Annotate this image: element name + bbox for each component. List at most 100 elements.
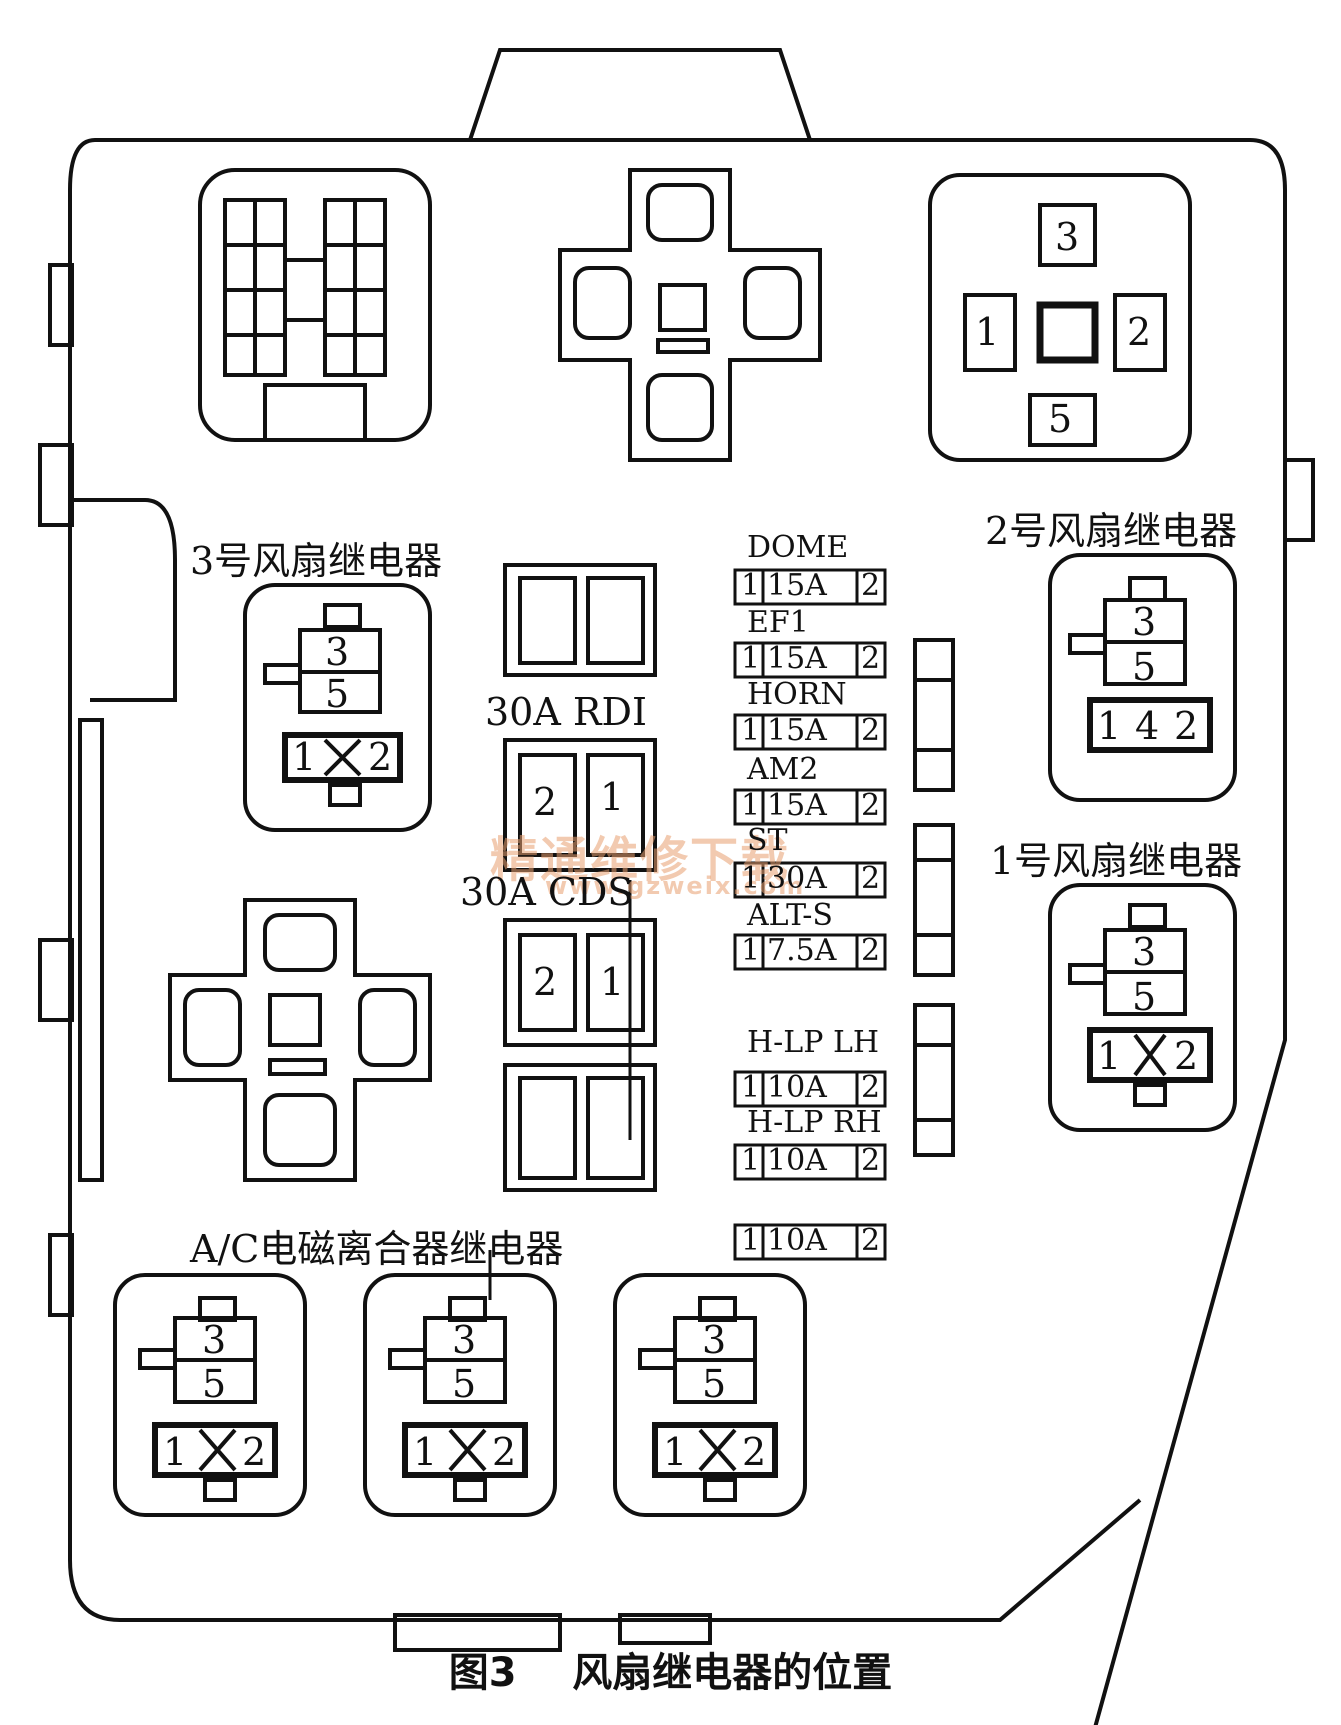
fan-relay-1-pin-2: 2: [1174, 1034, 1199, 1078]
rdi-pin-2: 2: [533, 780, 558, 824]
fuse-pin-1: 1: [741, 713, 761, 748]
ac-relay-2-pin-5: 5: [452, 1362, 477, 1406]
fusible-link-spare: [503, 563, 657, 677]
fuse-rating: 10A: [767, 1070, 827, 1105]
ac-relay-3-outline: [613, 1273, 807, 1517]
ac-relay-1-pin-5: 5: [202, 1362, 227, 1406]
top-relay-pin-3: 3: [1055, 215, 1080, 259]
fuse-pin-1: 1: [741, 1070, 761, 1105]
figure-title: 风扇继电器的位置: [572, 1650, 893, 1696]
ac-clutch-relay-label: A/C电磁离合器继电器: [190, 1227, 564, 1271]
fuse-pin-1: 1: [741, 788, 761, 823]
fusible-link-rdi: [503, 738, 657, 872]
fuse-outline: [733, 933, 887, 971]
housing-top-tab: [468, 48, 812, 141]
figure-caption: 图3 风扇继电器的位置: [0, 1640, 1341, 1698]
fan-relay-2-pin-3: 3: [1132, 600, 1157, 644]
fan-relay-1-pin-1: 1: [1097, 1034, 1122, 1078]
ac-relay-2-pin-3: 3: [452, 1318, 477, 1362]
cross-relay-socket-top: [558, 168, 822, 462]
figure-number: 图3: [448, 1650, 517, 1696]
fuse-pin-2: 2: [861, 1070, 881, 1105]
fuse-pin-1: 1: [741, 933, 761, 968]
fuse-pin-2: 2: [861, 713, 881, 748]
fan-relay-2-label: 2号风扇继电器: [985, 509, 1238, 553]
fuse-pin-2: 2: [861, 788, 881, 823]
fuse-pin-1: 1: [741, 641, 761, 676]
x-mark: [323, 738, 362, 777]
housing-side-tab-left-4: [48, 1233, 74, 1317]
fusible-link-cds: [503, 918, 657, 1047]
fuse-name: EF1: [747, 605, 809, 640]
fuse-name: HORN: [747, 677, 847, 712]
fan-relay-2-pin-5: 5: [1132, 645, 1157, 689]
fuse-rating: 7.5A: [767, 933, 837, 968]
fuse-pin-2: 2: [861, 1223, 881, 1258]
housing-side-rail-left: [78, 718, 104, 1182]
cross-relay-socket-bottom: [168, 898, 432, 1182]
housing-side-tab-left-2: [38, 443, 74, 527]
fuse-name: H-LP LH: [747, 1025, 880, 1060]
cds-pin-1: 1: [600, 960, 625, 1004]
ac-relay-1-pin-2: 2: [242, 1430, 267, 1474]
fuse-pin-1: 1: [741, 568, 761, 603]
fan-relay-3-label: 3号风扇继电器: [190, 539, 443, 583]
fan-relay-1-pin-3: 3: [1132, 930, 1157, 974]
fusible-link-cds-label: 30A CDS: [460, 870, 634, 914]
top-relay-pin-2: 2: [1127, 310, 1152, 354]
fusible-link-rdi-label: 30A RDI: [485, 690, 647, 734]
fuse-outline: [733, 861, 887, 899]
fuse-outline: [733, 788, 887, 826]
housing-side-tab-right: [1283, 458, 1315, 542]
rdi-pin-1: 1: [600, 775, 625, 819]
spare-fuse-column-3: [913, 1003, 955, 1157]
fuse-pin-2: 2: [861, 861, 881, 896]
ac-relay-2-pin-2: 2: [492, 1430, 517, 1474]
fuse-outline: [733, 568, 887, 606]
fuse-pin-2: 2: [861, 641, 881, 676]
fan-relay-2-outline: [1048, 553, 1237, 802]
fuse-name: ST: [747, 823, 788, 858]
fan-relay-3-pin-5: 5: [325, 672, 350, 716]
spare-fuse-column-1: [913, 638, 955, 792]
fan-relay-1-pin-5: 5: [1132, 975, 1157, 1019]
fuse-name: AM2: [747, 752, 819, 787]
housing-bottom-tab-1: [393, 1613, 562, 1652]
multi-pin-connector: [198, 168, 432, 442]
fuse-pin-1: 1: [741, 1143, 761, 1178]
fuse-rating: 10A: [767, 1143, 827, 1178]
fuse-box-housing: [68, 138, 1287, 1725]
ac-relay-3-pin-1: 1: [663, 1430, 688, 1474]
housing-side-tab-left-1: [48, 263, 74, 347]
fuse-pin-1: 1: [741, 1223, 761, 1258]
fuse-name: H-LP RH: [747, 1105, 882, 1140]
fusible-link-lower: [503, 1063, 657, 1192]
fan-relay-3-pin-2: 2: [368, 735, 393, 779]
fuse-outline: [733, 1143, 887, 1181]
fuse-name: ALT-S: [747, 898, 833, 933]
fan-relay-1-outline: [1048, 883, 1237, 1132]
fan-relay-3-pin-1: 1: [292, 735, 317, 779]
fuse-pin-2: 2: [861, 933, 881, 968]
fuse-rating: 15A: [767, 641, 827, 676]
ac-relay-1-outline: [113, 1273, 307, 1517]
fuse-outline: [733, 713, 887, 751]
fuse-rating: 30A: [767, 861, 827, 896]
fuse-name: DOME: [747, 530, 849, 565]
fan-relay-3-outline: [243, 583, 432, 832]
housing-bottom-tab-2: [618, 1613, 712, 1645]
fan-relay-2-pin-4: 4: [1135, 704, 1160, 748]
ac-relay-3-pin-5: 5: [702, 1362, 727, 1406]
fuse-outline: [733, 1223, 887, 1261]
cds-pin-2: 2: [533, 960, 558, 1004]
fuse-rating: 10A: [767, 1223, 827, 1258]
fuse-pin-2: 2: [861, 568, 881, 603]
ac-relay-2-pin-1: 1: [413, 1430, 438, 1474]
fuse-pin-2: 2: [861, 1143, 881, 1178]
fuse-rating: 15A: [767, 713, 827, 748]
spare-fuse-column-2: [913, 823, 955, 977]
ac-relay-1-pin-3: 3: [202, 1318, 227, 1362]
fuse-outline: [733, 641, 887, 679]
ac-relay-3-pin-3: 3: [702, 1318, 727, 1362]
